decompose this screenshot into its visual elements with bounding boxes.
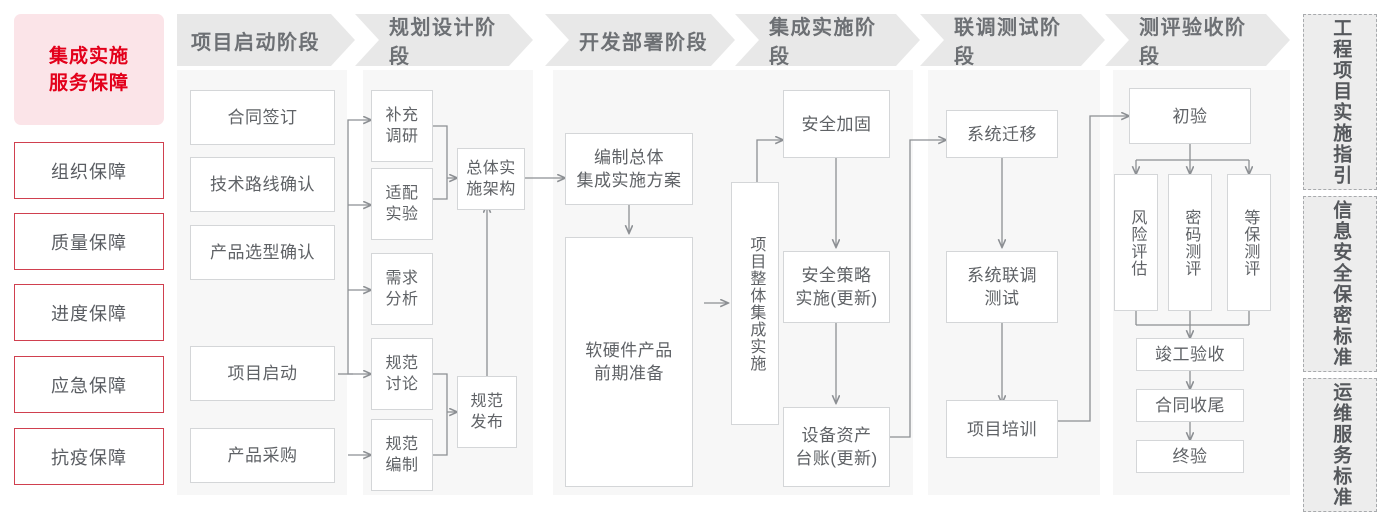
node-initial-acceptance[interactable]: 初验 — [1129, 88, 1251, 144]
standards-sidebar: 工程项目实施指引 信息安全保密标准 运维服务标准 — [1303, 14, 1377, 512]
guarantee-sidebar: 集成实施 服务保障 组织保障 质量保障 进度保障 应急保障 抗疫保障 — [14, 14, 164, 502]
node-contract-signing[interactable]: 合同签订 — [190, 90, 335, 145]
node-spec-discussion[interactable]: 规范 讨论 — [371, 338, 433, 410]
node-security-hardening[interactable]: 安全加固 — [783, 90, 890, 158]
guarantee-item-schedule[interactable]: 进度保障 — [14, 284, 164, 341]
node-requirement-analysis[interactable]: 需求 分析 — [371, 253, 433, 325]
node-compile-overall-plan[interactable]: 编制总体 集成实施方案 — [565, 133, 693, 205]
guarantee-item-epidemic[interactable]: 抗疫保障 — [14, 428, 164, 485]
guarantee-item-emergency[interactable]: 应急保障 — [14, 356, 164, 413]
node-supplementary-research[interactable]: 补充 调研 — [371, 90, 433, 162]
node-contract-closure[interactable]: 合同收尾 — [1136, 389, 1244, 422]
node-grade-protection-evaluation[interactable]: 等保测评 — [1227, 174, 1271, 311]
phase-title-start[interactable]: 项目启动阶段 — [177, 14, 355, 66]
node-system-joint-debug-test[interactable]: 系统联调 测试 — [946, 251, 1058, 323]
guarantee-item-organization[interactable]: 组织保障 — [14, 142, 164, 199]
node-project-kickoff-label: 项目启动 — [227, 364, 298, 383]
node-project-kickoff[interactable]: 项目启动 — [190, 346, 335, 401]
node-final-acceptance[interactable]: 终验 — [1136, 440, 1244, 473]
guarantee-title-line1: 集成实施 — [48, 45, 129, 67]
node-equipment-asset-ledger[interactable]: 设备资产 台账(更新) — [783, 407, 890, 487]
phase-title-plan[interactable]: 规划设计阶段 — [355, 14, 533, 66]
standard-engineering-guide-label: 工程项目实施指引 — [1330, 18, 1352, 186]
node-spec-drafting[interactable]: 规范 编制 — [371, 419, 433, 491]
node-risk-assessment[interactable]: 风险评估 — [1114, 174, 1158, 311]
node-overall-project-integration[interactable]: 项目整体集成实施 — [731, 182, 779, 425]
standard-infosec[interactable]: 信息安全保密标准 — [1303, 196, 1377, 372]
node-tech-route-confirm[interactable]: 技术路线确认 — [190, 157, 335, 212]
node-product-purchase[interactable]: 产品采购 — [190, 428, 335, 483]
phase-title-acceptance[interactable]: 测评验收阶段 — [1105, 14, 1290, 66]
node-security-policy-implementation[interactable]: 安全策略 实施(更新) — [783, 251, 890, 323]
node-overall-implementation-architecture[interactable]: 总体实 施架构 — [457, 148, 525, 210]
phase-title-dev[interactable]: 开发部署阶段 — [545, 14, 735, 66]
guarantee-title-card: 集成实施 服务保障 — [14, 14, 164, 125]
node-spec-release[interactable]: 规范 发布 — [457, 376, 517, 448]
standard-engineering-guide[interactable]: 工程项目实施指引 — [1303, 14, 1377, 190]
phase-title-integration[interactable]: 集成实施阶段 — [735, 14, 920, 66]
phase-title-testing[interactable]: 联调测试阶段 — [920, 14, 1105, 66]
guarantee-item-quality[interactable]: 质量保障 — [14, 213, 164, 270]
node-product-selection-confirm[interactable]: 产品选型确认 — [190, 225, 335, 280]
node-crypto-evaluation[interactable]: 密码测评 — [1168, 174, 1212, 311]
node-system-migration[interactable]: 系统迁移 — [946, 110, 1058, 158]
node-adaptation-experiment[interactable]: 适配 实验 — [371, 168, 433, 240]
standard-ops-service[interactable]: 运维服务标准 — [1303, 378, 1377, 512]
standard-ops-service-label: 运维服务标准 — [1330, 382, 1352, 508]
node-project-training[interactable]: 项目培训 — [946, 400, 1058, 458]
node-hardware-software-preparation[interactable]: 软硬件产品 前期准备 — [565, 237, 693, 487]
standard-infosec-label: 信息安全保密标准 — [1330, 200, 1352, 368]
node-completion-acceptance[interactable]: 竣工验收 — [1136, 338, 1244, 371]
guarantee-title-line2: 服务保障 — [48, 72, 129, 94]
